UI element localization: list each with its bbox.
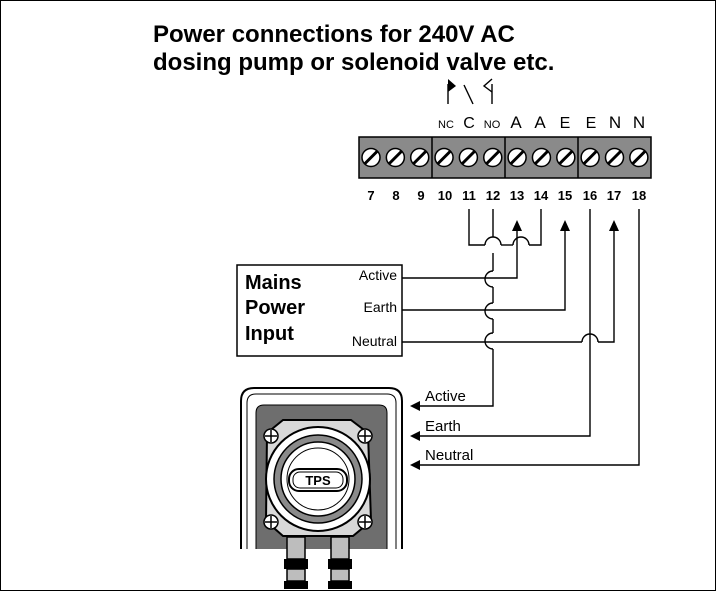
terminal-screw-10-icon	[434, 147, 454, 168]
terminal-number-10: 10	[438, 188, 452, 203]
title-line-2: dosing pump or solenoid valve etc.	[153, 49, 554, 76]
label-a-13: A	[510, 113, 522, 132]
mains-heading-3: Input	[245, 323, 294, 345]
terminal-number-17: 17	[607, 188, 621, 203]
pump-wire-active: Active	[425, 388, 466, 405]
terminal-number-14: 14	[534, 188, 549, 203]
label-no: NO	[484, 119, 501, 131]
terminal-number-13: 13	[510, 188, 524, 203]
dosing-pump-icon: TPS	[240, 387, 403, 589]
terminal-screw-14-icon	[531, 147, 552, 168]
label-a-14: A	[534, 113, 546, 132]
mains-heading-2: Power	[245, 297, 305, 319]
terminal-number-11: 11	[462, 188, 476, 203]
terminal-screw-16-icon	[580, 147, 600, 168]
terminal-number-16: 16	[583, 188, 597, 203]
pump-logo-text: TPS	[305, 473, 331, 488]
relay-symbol-icon	[447, 78, 493, 105]
pump-wire-neutral: Neutral	[425, 447, 473, 464]
terminal-screw-13-icon	[507, 147, 527, 168]
mains-wire-earth: Earth	[364, 299, 397, 315]
label-n-18: N	[633, 113, 645, 132]
terminal-screw-8-icon	[385, 147, 406, 168]
label-n-17: N	[609, 113, 621, 132]
mains-heading-1: Mains	[245, 272, 302, 294]
terminal-number-18: 18	[632, 188, 646, 203]
terminal-numbers: 7 8 9 10 11 12 13 14 15 16 17 18	[367, 188, 646, 203]
terminal-screw-11-icon	[458, 147, 479, 168]
terminal-function-labels: A A E E N N	[510, 113, 645, 132]
terminal-number-12: 12	[486, 188, 500, 203]
terminal-screw-12-icon	[483, 147, 503, 168]
wiring	[402, 209, 640, 470]
terminal-screw-15-icon	[556, 147, 576, 168]
mains-power-input-box: Mains Power Input Active Earth Neutral	[236, 264, 403, 357]
terminal-screw-9-icon	[409, 147, 430, 168]
terminal-screw-7-icon	[361, 147, 381, 168]
terminal-screw-18-icon	[629, 147, 649, 168]
mains-wire-active: Active	[359, 267, 397, 283]
pump-wire-earth: Earth	[425, 418, 461, 435]
label-e-15: E	[560, 115, 571, 132]
label-c: C	[463, 115, 475, 132]
terminal-number-8: 8	[392, 188, 399, 203]
terminal-block	[358, 136, 652, 179]
terminal-number-9: 9	[417, 188, 424, 203]
terminal-number-15: 15	[558, 188, 572, 203]
terminal-relay-labels: NC C NO	[438, 115, 501, 132]
title-line-1: Power connections for 240V AC	[153, 21, 515, 48]
terminal-screw-17-icon	[604, 147, 625, 168]
label-e-16: E	[586, 115, 597, 132]
terminal-number-7: 7	[367, 188, 374, 203]
label-nc: NC	[438, 119, 454, 131]
mains-wire-neutral: Neutral	[352, 333, 397, 349]
